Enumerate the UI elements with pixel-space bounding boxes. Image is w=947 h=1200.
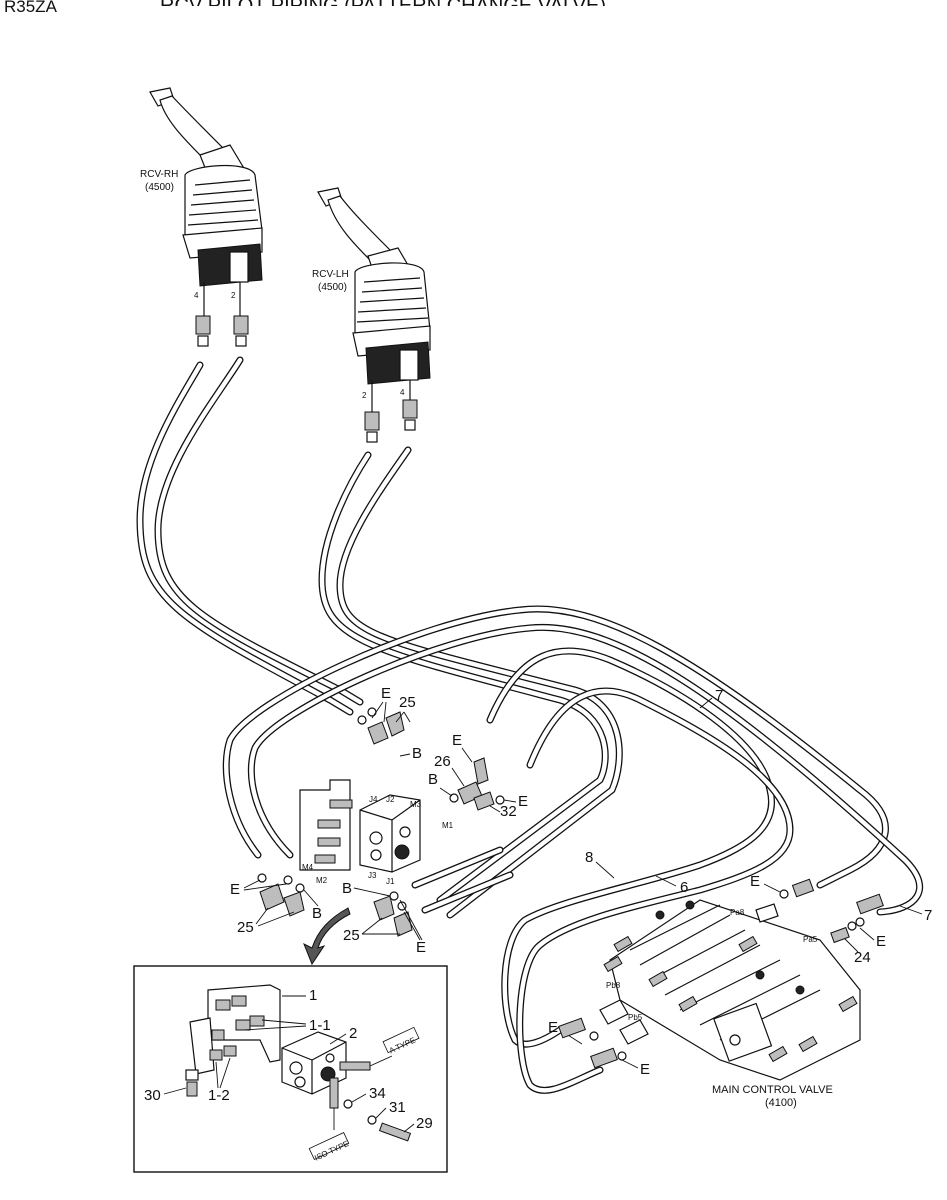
port-pb5: Pb5 [628,1013,643,1022]
detail-iso-type-tag [308,1108,350,1160]
port-m4: M4 [302,863,314,872]
rcv-rh-port-4: 4 [194,291,199,300]
callout-e-1: E [381,685,391,702]
detail-callout-2: 2 [349,1025,357,1042]
hose-short-lower [411,846,514,914]
detail-callout-34: 34 [369,1085,386,1102]
fitting-32 [473,791,505,811]
callout-b-2: B [428,771,438,788]
rcv-rh-port-2: 2 [231,291,236,300]
rcv-rh-code: (4500) [145,182,174,193]
detail-callout-1-1: 1-1 [309,1017,331,1034]
callout-26: 26 [434,753,451,770]
callout-e-3: E [518,793,528,810]
port-m1: M1 [442,821,454,830]
detail-callout-30: 30 [144,1087,161,1104]
port-j2: J2 [386,795,395,804]
detail-valve-block-2 [281,1031,371,1109]
main-control-valve-name: MAIN CONTROL VALVE [712,1084,833,1096]
detail-a-type-tag [369,1026,420,1067]
port-j1: J1 [386,877,395,886]
rcv-lh-joystick [317,187,431,385]
fittings-25-lower-left [257,873,305,917]
hose-7-lower [247,623,924,916]
mcv-fittings [558,878,884,1069]
detail-callout-29: 29 [416,1115,433,1132]
fittings-25-lower-right [373,891,413,937]
callout-b-1: B [412,745,422,762]
callout-e-4: E [230,881,240,898]
hose-6 [516,687,794,1094]
hose-rcv-lh-port4 [336,446,623,919]
callout-e-5: E [416,939,426,956]
pattern-change-valve-assembly [299,779,421,873]
detail-fittings-1-1 [215,995,265,1031]
rcv-lh-name: RCV-LH [312,269,349,280]
hose-rcv-rh-port4 [136,361,354,716]
callout-b-4: B [312,905,322,922]
callout-25-lower-right: 25 [343,927,360,944]
callout-e-9: E [640,1061,650,1078]
port-pa8: Pa8 [730,908,745,917]
port-j3: J3 [368,871,377,880]
hose-8 [486,647,775,1048]
callout-32: 32 [500,803,517,820]
callout-7-upper: 7 [715,687,723,704]
callout-8: 8 [585,849,593,866]
rcv-lh-port-2: 2 [362,391,367,400]
port-m3: M3 [410,800,422,809]
fitting-26 [449,757,489,805]
port-pb8: Pb8 [606,981,621,990]
detail-hardware-29-31-34 [343,1099,412,1142]
port-j4: J4 [369,795,378,804]
port-m2: M2 [316,876,328,885]
callout-b-3: B [342,880,352,897]
detail-bolt-30 [185,1069,199,1097]
fittings-25-upper [357,707,405,745]
callout-e-6: E [750,873,760,890]
hose-7-upper [222,605,889,889]
port-pa5: Pa5 [803,935,818,944]
detail-callout-31: 31 [389,1099,406,1116]
callout-e-7: E [876,933,886,950]
hose-rcv-rh-port2 [154,356,364,706]
callout-25-lower-left: 25 [237,919,254,936]
detail-callout-1-2: 1-2 [208,1087,230,1104]
callout-25-upper: 25 [399,694,416,711]
rcv-lh-fittings [364,399,418,443]
page-title: RCV PILOT PIPING (PATTERN CHANGE VALVE) [160,0,606,17]
rcv-rh-joystick [149,87,263,287]
detail-callout-1: 1 [309,987,317,1004]
model-label: R35ZA [4,0,58,16]
callout-6: 6 [680,879,688,896]
rcv-lh-port-4: 4 [400,388,405,397]
page-title-clip: RCV PILOT PIPING (PATTERN CHANGE VALVE) [160,0,606,17]
rcv-rh-name: RCV-RH [140,169,178,180]
rcv-rh-fittings [195,315,249,347]
rcv-lh-code: (4500) [318,282,347,293]
main-control-valve-code: (4100) [765,1097,797,1109]
hose-rcv-lh-port2 [318,451,609,904]
callout-7-lower: 7 [924,907,932,924]
callout-e-8: E [548,1019,558,1036]
callout-e-2: E [452,732,462,749]
main-control-valve [599,899,861,1081]
detail-pointer-arrow [303,907,351,966]
detail-fittings-1-2 [209,1029,237,1061]
callout-24: 24 [854,949,871,966]
